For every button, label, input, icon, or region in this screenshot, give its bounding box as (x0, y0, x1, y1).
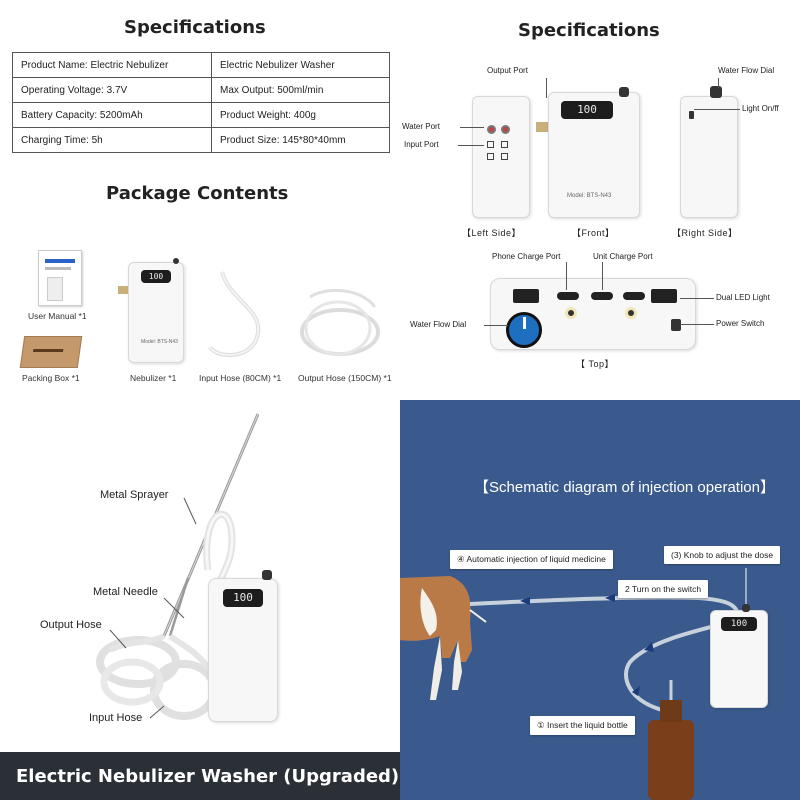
phone-charge-port-label: Phone Charge Port (492, 252, 561, 261)
spec-cell: Product Name: Electric Nebulizer (12, 52, 212, 78)
right-side-caption: 【Right Side】 (672, 228, 738, 238)
left-side-view (472, 96, 530, 218)
water-port-label: Water Port (402, 122, 440, 131)
box-image (19, 336, 83, 368)
step2-callout: 2 Turn on the switch (618, 580, 709, 598)
manual-image (38, 250, 82, 306)
spec-cell: Max Output: 500ml/min (211, 77, 390, 103)
table-row: Product Name: Electric Nebulizer Electri… (12, 52, 390, 78)
item-manual-label: User Manual *1 (28, 311, 87, 321)
unit-charge-port-label: Unit Charge Port (593, 252, 653, 261)
table-row: Charging Time: 5h Product Size: 145*80*4… (12, 127, 390, 153)
light-onoff-label: Light On/ff (742, 104, 779, 113)
parts-illustration (96, 413, 260, 720)
front-display-readout: 100 (561, 101, 613, 119)
injection-panel: 【Schematic diagram of injection operatio… (400, 400, 800, 800)
input-hose-label: Input Hose (89, 712, 143, 724)
table-row: Battery Capacity: 5200mAh Product Weight… (12, 102, 390, 128)
parts-display-readout: 100 (223, 589, 263, 607)
nebulizer-image: 100 Model: BTS-N43 (128, 258, 184, 363)
item-box-label: Packing Box *1 (22, 373, 80, 383)
water-flow-dial-top-label: Water Flow Dial (718, 66, 775, 75)
front-model-label: Model: BTS-N43 (567, 193, 612, 199)
spec-cell: Operating Voltage: 3.7V (12, 77, 212, 103)
display-readout: 100 (141, 270, 171, 283)
specs-package-panel: Specifications Product Name: Electric Ne… (0, 0, 400, 400)
diagram-title: Specifications (518, 20, 660, 41)
parts-device: 100 (208, 578, 278, 722)
model-label: Model: BTS-N43 (141, 339, 178, 345)
spec-cell: Charging Time: 5h (12, 127, 212, 153)
water-flow-dial-label: Water Flow Dial (410, 320, 467, 329)
step3-callout: (3) Knob to adjust the dose (664, 546, 781, 564)
left-side-caption: 【Left Side】 (462, 228, 522, 238)
output-port-label: Output Port (487, 66, 528, 75)
item-nebulizer-label: Nebulizer *1 (130, 373, 177, 383)
spec-cell: Product Size: 145*80*40mm (211, 127, 390, 153)
step4-callout: ④ Automatic injection of liquid medicine (450, 550, 613, 569)
diagram-panel: Specifications Water Port Input Port 【Le… (400, 0, 800, 400)
spec-cell: Electric Nebulizer Washer (211, 52, 390, 78)
dial-icon (506, 312, 542, 348)
product-banner: Electric Nebulizer Washer (Upgraded) (0, 752, 400, 800)
front-view: 100 Model: BTS-N43 (548, 87, 640, 218)
step1-callout: ① Insert the liquid bottle (530, 716, 635, 735)
right-side-view (680, 96, 738, 218)
metal-needle-label: Metal Needle (93, 586, 158, 598)
front-caption: 【Front】 (572, 228, 615, 238)
injection-display-readout: 100 (721, 617, 757, 631)
metal-sprayer-label: Metal Sprayer (100, 489, 169, 501)
power-switch-label: Power Switch (716, 319, 765, 328)
injection-device: 100 (710, 610, 768, 708)
spec-cell: Product Weight: 400g (211, 102, 390, 128)
parts-panel: 100 Metal Sprayer Metal Needle Output Ho… (0, 400, 400, 800)
package-title: Package Contents (106, 183, 289, 204)
spec-table: Product Name: Electric Nebulizer Electri… (12, 52, 390, 153)
specs-title: Specifications (124, 17, 266, 38)
dual-led-light-label: Dual LED Light (716, 293, 770, 302)
injection-title: 【Schematic diagram of injection operatio… (474, 479, 775, 496)
spec-cell: Battery Capacity: 5200mAh (12, 102, 212, 128)
injection-illustration (400, 568, 747, 800)
top-caption: 【 Top】 (576, 359, 615, 369)
table-row: Operating Voltage: 3.7V Max Output: 500m… (12, 77, 390, 103)
input-port-label: Input Port (404, 140, 439, 149)
item-input-hose-label: Input Hose (80CM) *1 (199, 373, 282, 383)
item-output-hose-label: Output Hose (150CM) *1 (298, 373, 392, 383)
hoses-image (208, 271, 380, 357)
output-hose-label: Output Hose (40, 619, 102, 631)
